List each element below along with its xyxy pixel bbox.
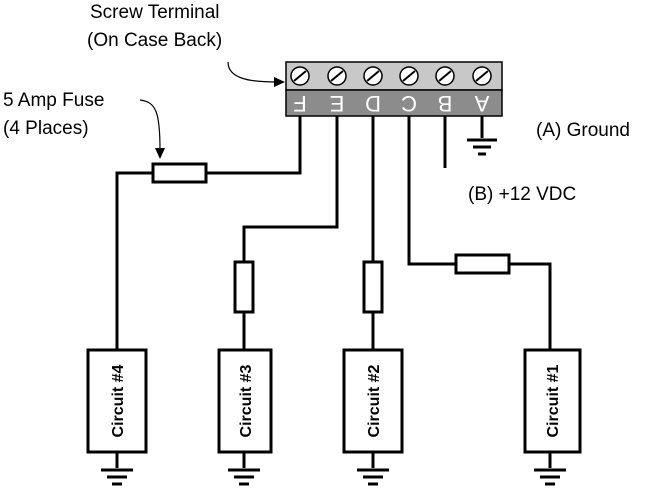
fuse-2	[362, 260, 384, 314]
screw-f-icon	[290, 66, 310, 86]
circuit-2-label: Circuit #2	[366, 364, 383, 437]
circuit-3-ground-icon	[228, 452, 260, 486]
wire-c	[407, 116, 456, 266]
terminal-strip	[285, 61, 503, 91]
circuit-4: Circuit #4	[86, 348, 148, 486]
ground-label: (A) Ground	[536, 120, 630, 141]
screw-b-icon	[435, 66, 455, 86]
fuse-4	[151, 162, 208, 184]
terminal-letter-b: B	[438, 91, 453, 116]
screw-a-icon	[472, 66, 492, 86]
wire-c-to-circuit-1	[509, 262, 552, 350]
fuse-label: 5 Amp Fuse	[3, 90, 104, 111]
screw-terminal-sublabel: (On Case Back)	[87, 30, 222, 51]
terminal-letter-d: D	[365, 91, 381, 116]
fuse-3	[233, 260, 255, 314]
power-label: (B) +12 VDC	[468, 184, 576, 205]
screw-terminal-block: F E D C B A	[285, 61, 503, 117]
fuse-pointer-arrowhead	[155, 148, 165, 159]
circuit-4-ground-icon	[101, 452, 133, 486]
wire-f	[206, 116, 302, 175]
screw-d-icon	[363, 66, 383, 86]
circuit-1-ground-icon	[534, 452, 566, 486]
terminal-letter-f: F	[293, 91, 306, 116]
circuit-1: Circuit #1	[523, 348, 582, 486]
terminal-pointer-arrowhead	[274, 77, 285, 87]
circuit-4-label: Circuit #4	[110, 364, 127, 437]
terminal-a-ground-icon	[467, 116, 497, 156]
fuse-sublabel: (4 Places)	[3, 118, 89, 139]
circuit-3-label: Circuit #3	[238, 364, 255, 437]
circuit-1-box	[523, 348, 582, 454]
terminal-letter-a: A	[474, 91, 489, 116]
circuit-4-box	[86, 348, 148, 454]
wire-e	[242, 116, 339, 262]
fuse-1	[454, 253, 511, 275]
screw-terminal-label: Screw Terminal	[90, 2, 220, 23]
circuit-2-ground-icon	[357, 452, 389, 486]
circuit-1-label: Circuit #1	[545, 364, 562, 437]
circuit-2-box	[342, 348, 404, 454]
wire-f-to-circuit-4	[115, 171, 153, 350]
circuit-3: Circuit #3	[217, 348, 273, 486]
terminal-label-bar	[285, 89, 503, 117]
terminal-letter-c: C	[401, 91, 417, 116]
terminal-letter-e: E	[330, 91, 345, 116]
fuse-pointer-line	[139, 99, 161, 151]
screw-e-icon	[327, 66, 347, 86]
circuit-2: Circuit #2	[342, 348, 404, 486]
screw-c-icon	[399, 66, 419, 86]
terminal-pointer-line	[227, 61, 277, 83]
